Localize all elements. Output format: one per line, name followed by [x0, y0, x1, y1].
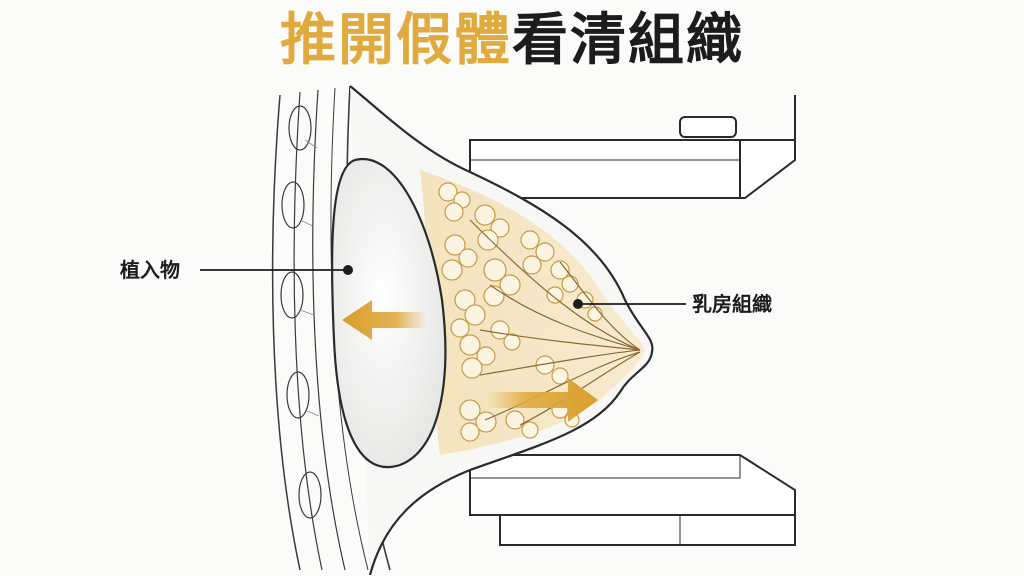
lobule-clusters: [438, 182, 603, 442]
rib-section: [281, 181, 305, 229]
title-highlight: 推開假體: [280, 8, 512, 73]
tissue-callout-leader: [573, 299, 686, 309]
rib-section: [280, 271, 304, 319]
compression-paddle-icon: [469, 454, 796, 546]
compression-paddle-icon: [469, 95, 796, 199]
arrow-left-icon: [342, 300, 425, 340]
implant-label: 植入物: [120, 258, 180, 282]
arrow-right-icon: [488, 378, 598, 422]
breast-tissue-label: 乳房組織: [692, 292, 772, 316]
page-title: 推開假體看清組織: [0, 4, 1024, 78]
title-main: 看清組織: [512, 8, 744, 73]
chest-wall-shape: [271, 85, 391, 571]
rib-section: [298, 471, 322, 519]
rib-section: [288, 105, 312, 151]
implant-callout-leader: [200, 265, 353, 275]
rib-section: [286, 371, 310, 419]
